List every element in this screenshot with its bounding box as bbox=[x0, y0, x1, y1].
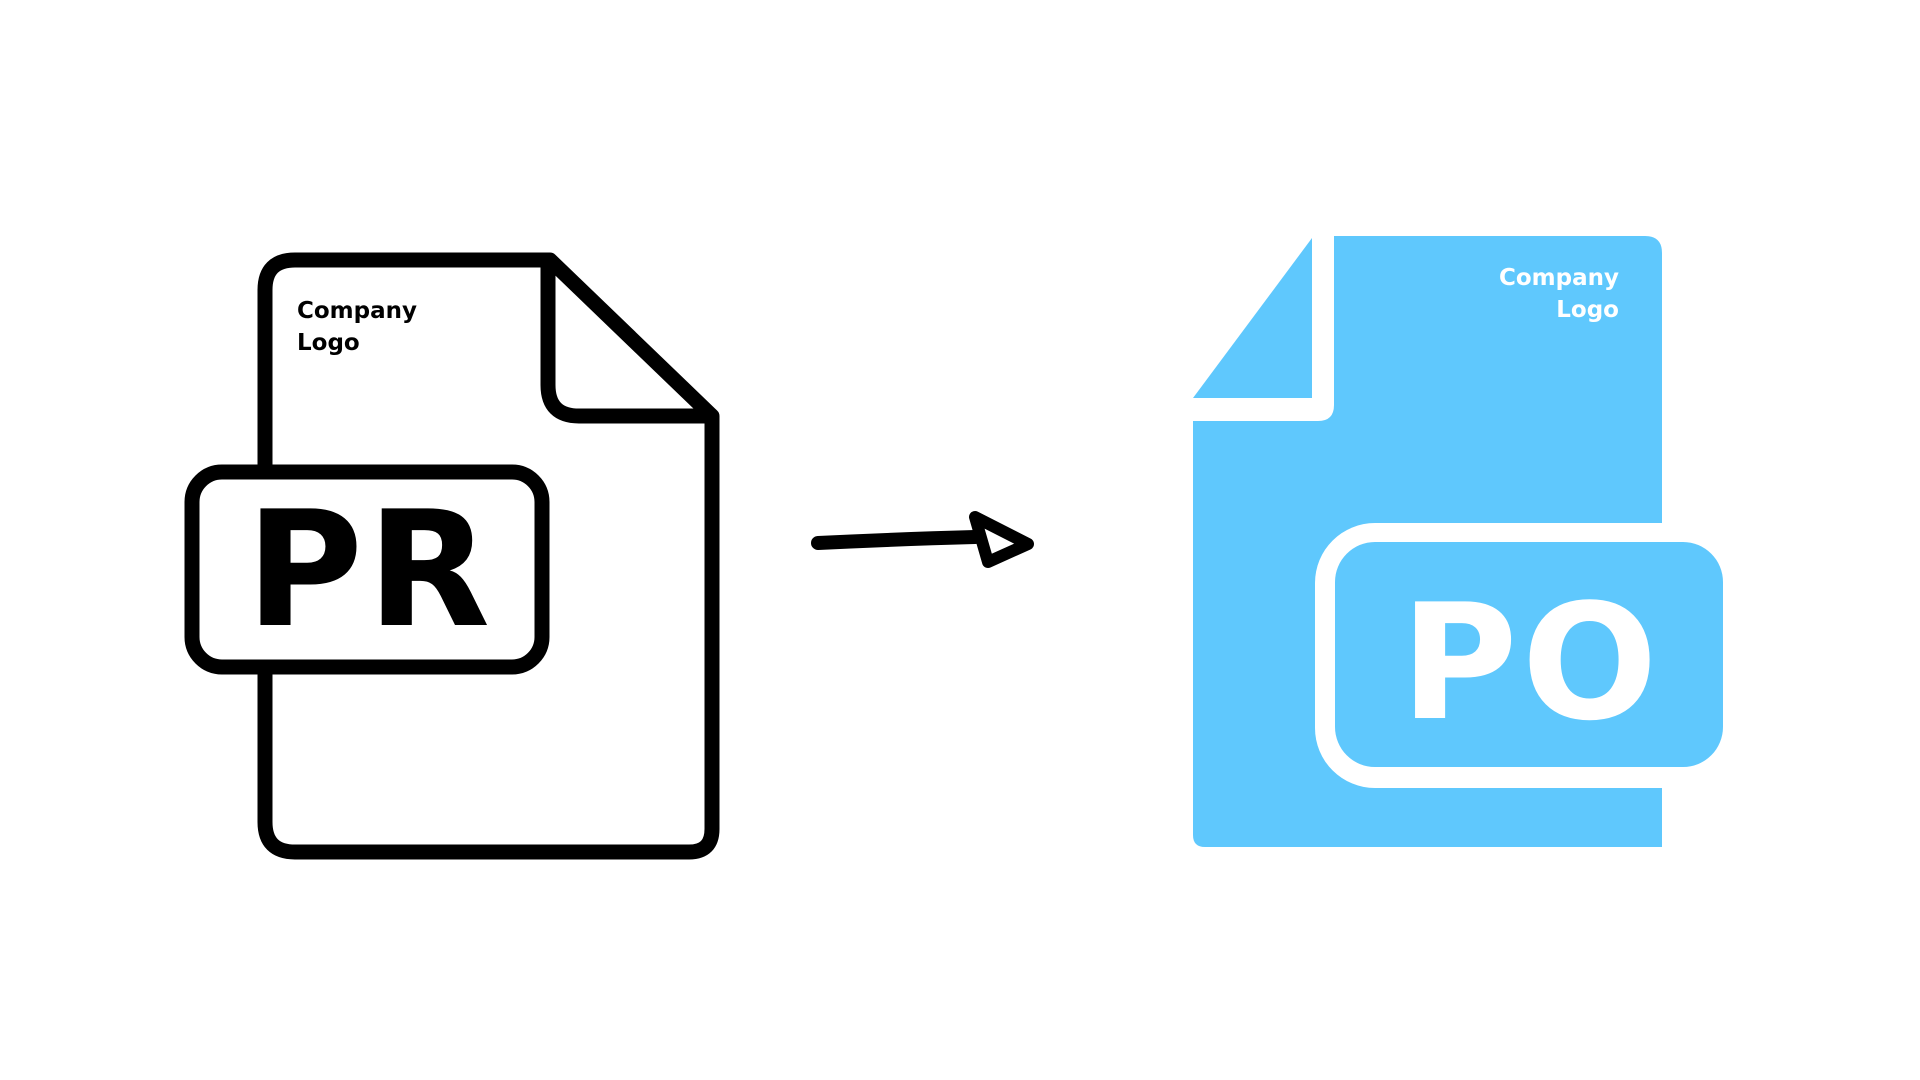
arrow-icon bbox=[811, 511, 1034, 568]
po-badge-label: PO bbox=[1400, 569, 1661, 756]
arrow-head bbox=[969, 511, 1034, 568]
po-company-logo-line2: Logo bbox=[1556, 297, 1619, 323]
arrow-shaft bbox=[811, 530, 982, 550]
po-company-logo-line1: Company bbox=[1499, 265, 1619, 291]
po-badge-box bbox=[1335, 542, 1723, 767]
pr-company-logo-line2: Logo bbox=[297, 330, 360, 356]
pr-folded-corner bbox=[540, 264, 708, 424]
pr-company-logo-line1: Company bbox=[297, 298, 417, 324]
pr-badge-label: PR bbox=[246, 476, 494, 663]
purchase-request-document-icon: Company Logo PR bbox=[184, 252, 720, 860]
pr-badge-box bbox=[184, 464, 550, 675]
purchase-order-document-icon: Company Logo PO bbox=[1193, 236, 1735, 847]
po-folded-corner bbox=[1193, 238, 1312, 398]
